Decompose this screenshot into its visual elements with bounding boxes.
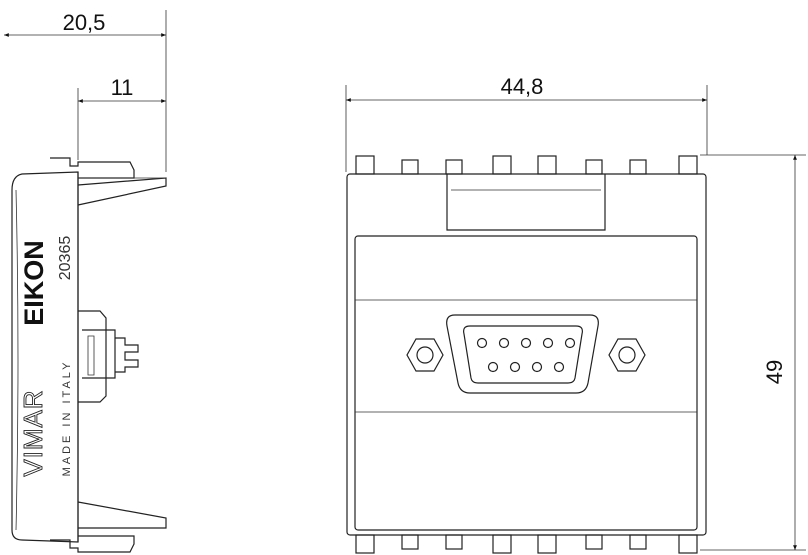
dimension-20-5: 20,5 bbox=[4, 10, 167, 172]
dimension-label: 20,5 bbox=[63, 10, 106, 35]
brand-series-label: EIKON bbox=[19, 240, 49, 326]
origin-label: MADE IN ITALY bbox=[61, 360, 73, 477]
manufacturer-logo: VIMAR bbox=[18, 389, 48, 476]
article-code-label: 20365 bbox=[57, 236, 74, 281]
right-screw bbox=[608, 338, 646, 372]
dimension-49: 49 bbox=[700, 154, 806, 551]
front-view bbox=[346, 155, 707, 554]
dimension-label: 44,8 bbox=[501, 74, 544, 99]
left-screw bbox=[406, 338, 444, 372]
side-view: EIKON 20365 VIMAR MADE IN ITALY bbox=[11, 157, 167, 553]
db9-connector bbox=[406, 314, 646, 394]
dimension-44-8: 44,8 bbox=[345, 74, 708, 172]
bottom-terminals bbox=[355, 534, 698, 554]
dimension-label: 49 bbox=[762, 360, 787, 384]
dimension-label: 11 bbox=[111, 75, 134, 100]
top-terminals bbox=[355, 155, 698, 175]
dimension-11: 11 bbox=[77, 75, 166, 160]
